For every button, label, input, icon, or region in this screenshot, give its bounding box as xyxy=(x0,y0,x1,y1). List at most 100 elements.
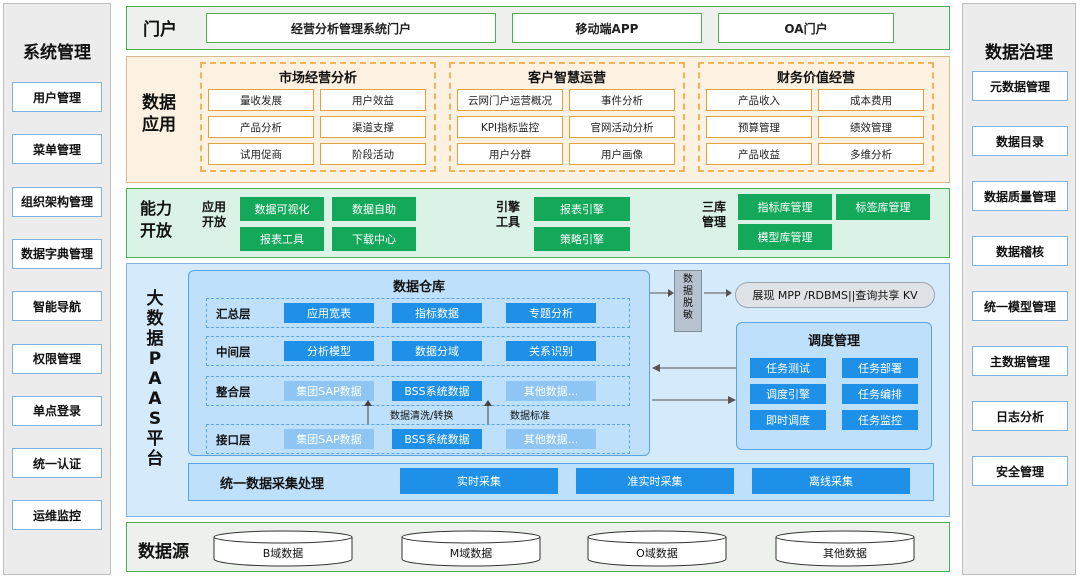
left-menu-item[interactable]: 组织架构管理 xyxy=(12,186,102,217)
app-item[interactable]: 用户效益 xyxy=(320,89,426,111)
warehouse-item[interactable]: 应用宽表 xyxy=(284,303,374,323)
warehouse-item[interactable]: BSS系统数据 xyxy=(392,381,482,401)
app-item[interactable]: 量收发展 xyxy=(208,89,314,111)
left-menu-item[interactable]: 运维监控 xyxy=(12,500,102,531)
app-item[interactable]: 官网活动分析 xyxy=(569,116,675,138)
app-item[interactable]: 云网门户运营概况 xyxy=(457,89,563,111)
app-open-item[interactable]: 数据自助 xyxy=(332,197,416,221)
source-cylinder[interactable] xyxy=(774,529,916,567)
lib-item[interactable]: 模型库管理 xyxy=(738,224,832,250)
portal-item-oa[interactable]: OA门户 xyxy=(718,13,894,43)
source-cylinder[interactable] xyxy=(212,529,354,567)
engine-item[interactable]: 报表引擎 xyxy=(534,197,630,221)
collect-label: 统一数据采集处理 xyxy=(220,477,325,492)
annot-clean: 数据清洗/转换 xyxy=(390,411,454,422)
left-menu-item[interactable]: 单点登录 xyxy=(12,395,102,426)
warehouse-item[interactable]: BSS系统数据 xyxy=(392,429,482,449)
app-item[interactable]: 产品收益 xyxy=(706,143,812,165)
right-menu-item[interactable]: 数据稽核 xyxy=(972,236,1068,266)
warehouse-item[interactable]: 分析模型 xyxy=(284,341,374,361)
app-item[interactable]: 阶段活动 xyxy=(320,143,426,165)
app-item[interactable]: 产品收入 xyxy=(706,89,812,111)
left-menu-item[interactable]: 数据字典管理 xyxy=(12,238,102,269)
app-item[interactable]: 试用促商 xyxy=(208,143,314,165)
engine-item[interactable]: 策略引擎 xyxy=(534,227,630,251)
portal-item-mobile[interactable]: 移动端APP xyxy=(512,13,702,43)
portal-label: 门户 xyxy=(143,20,177,40)
source-label: 数据源 xyxy=(138,542,189,562)
lib-item[interactable]: 标签库管理 xyxy=(836,194,930,220)
warehouse-item[interactable]: 数据分域 xyxy=(392,341,482,361)
app-group xyxy=(449,62,685,172)
app-open-item[interactable]: 报表工具 xyxy=(240,227,324,251)
right-menu-item[interactable]: 安全管理 xyxy=(972,456,1068,486)
warehouse-item[interactable]: 指标数据 xyxy=(392,303,482,323)
portal-item-main[interactable]: 经营分析管理系统门户 xyxy=(206,13,496,43)
app-item[interactable]: 渠道支撑 xyxy=(320,116,426,138)
warehouse-layer xyxy=(206,298,630,328)
display-box: 展现 MPP /RDBMS||查询共享 KV xyxy=(735,282,935,308)
left-menu-item[interactable]: 智能导航 xyxy=(12,291,102,322)
up-arrows xyxy=(364,400,492,424)
warehouse-layer-label: 接口层 xyxy=(216,433,251,447)
schedule-item[interactable]: 任务监控 xyxy=(842,410,918,430)
app-item[interactable]: 用户画像 xyxy=(569,143,675,165)
app-item[interactable]: KPI指标监控 xyxy=(457,116,563,138)
app-item[interactable]: 预算管理 xyxy=(706,116,812,138)
left-menu-item[interactable]: 用户管理 xyxy=(12,82,102,112)
app-item[interactable]: 产品分析 xyxy=(208,116,314,138)
left-menu-item[interactable]: 统一认证 xyxy=(12,448,102,479)
warehouse-item[interactable]: 专题分析 xyxy=(506,303,596,323)
lib-item[interactable]: 指标库管理 xyxy=(738,194,832,220)
schedule-item[interactable]: 调度引擎 xyxy=(750,384,826,404)
warehouse-item[interactable]: 集团SAP数据 xyxy=(284,381,374,401)
warehouse-item[interactable]: 其他数据... xyxy=(506,429,596,449)
desensitize-box: 数据脱敏 xyxy=(674,270,702,332)
warehouse-layer-label: 整合层 xyxy=(216,385,251,399)
warehouse-item[interactable]: 其他数据... xyxy=(506,381,596,401)
app-item[interactable]: 用户分群 xyxy=(457,143,563,165)
warehouse-item[interactable]: 集团SAP数据 xyxy=(284,429,374,449)
app-item[interactable]: 绩效管理 xyxy=(818,116,924,138)
source-label-text: 其他数据 xyxy=(823,547,867,560)
app-group-title: 财务价值经营 xyxy=(776,71,855,86)
source-label-text: O域数据 xyxy=(636,547,678,560)
app-open-item[interactable]: 下载中心 xyxy=(332,227,416,251)
app-item[interactable]: 多维分析 xyxy=(818,143,924,165)
warehouse-item[interactable]: 关系识别 xyxy=(506,341,596,361)
capability-label: 能力开放 xyxy=(140,199,173,240)
warehouse-title: 数据仓库 xyxy=(392,280,445,295)
annot-std: 数据标准 xyxy=(510,411,550,422)
collect-item[interactable]: 准实时采集 xyxy=(576,468,734,494)
data-governance-title: 数据治理 xyxy=(985,43,1053,63)
right-menu-item[interactable]: 主数据管理 xyxy=(972,346,1068,376)
collect-item[interactable]: 离线采集 xyxy=(752,468,910,494)
schedule-item[interactable]: 即时调度 xyxy=(750,410,826,430)
right-menu-item[interactable]: 日志分析 xyxy=(972,401,1068,431)
schedule-item[interactable]: 任务测试 xyxy=(750,358,826,378)
app-group-title: 客户智慧运营 xyxy=(527,71,606,86)
source-cylinder[interactable] xyxy=(400,529,542,567)
right-menu-item[interactable]: 数据质量管理 xyxy=(972,181,1068,211)
warehouse-container xyxy=(188,270,650,456)
system-management-title: 系统管理 xyxy=(23,43,91,63)
three-lib-label: 三库管理 xyxy=(702,200,727,229)
app-open-label: 应用开放 xyxy=(202,200,227,229)
right-menu-item[interactable]: 数据目录 xyxy=(972,126,1068,156)
right-menu-item[interactable]: 统一模型管理 xyxy=(972,291,1068,321)
source-cylinder[interactable] xyxy=(586,529,728,567)
collect-item[interactable]: 实时采集 xyxy=(400,468,558,494)
app-item[interactable]: 事件分析 xyxy=(569,89,675,111)
left-menu-item[interactable]: 菜单管理 xyxy=(12,134,102,165)
arrows-desensitize xyxy=(650,289,732,297)
arrow-warehouse-schedule xyxy=(652,396,736,404)
app-open-item[interactable]: 数据可视化 xyxy=(240,197,324,221)
app-group xyxy=(698,62,934,172)
app-item[interactable]: 成本费用 xyxy=(818,89,924,111)
source-label-text: B域数据 xyxy=(262,547,304,560)
right-menu-item[interactable]: 元数据管理 xyxy=(972,71,1068,101)
schedule-item[interactable]: 任务编排 xyxy=(842,384,918,404)
app-group-title: 市场经营分析 xyxy=(278,71,357,86)
schedule-item[interactable]: 任务部署 xyxy=(842,358,918,378)
left-menu-item[interactable]: 权限管理 xyxy=(12,343,102,374)
